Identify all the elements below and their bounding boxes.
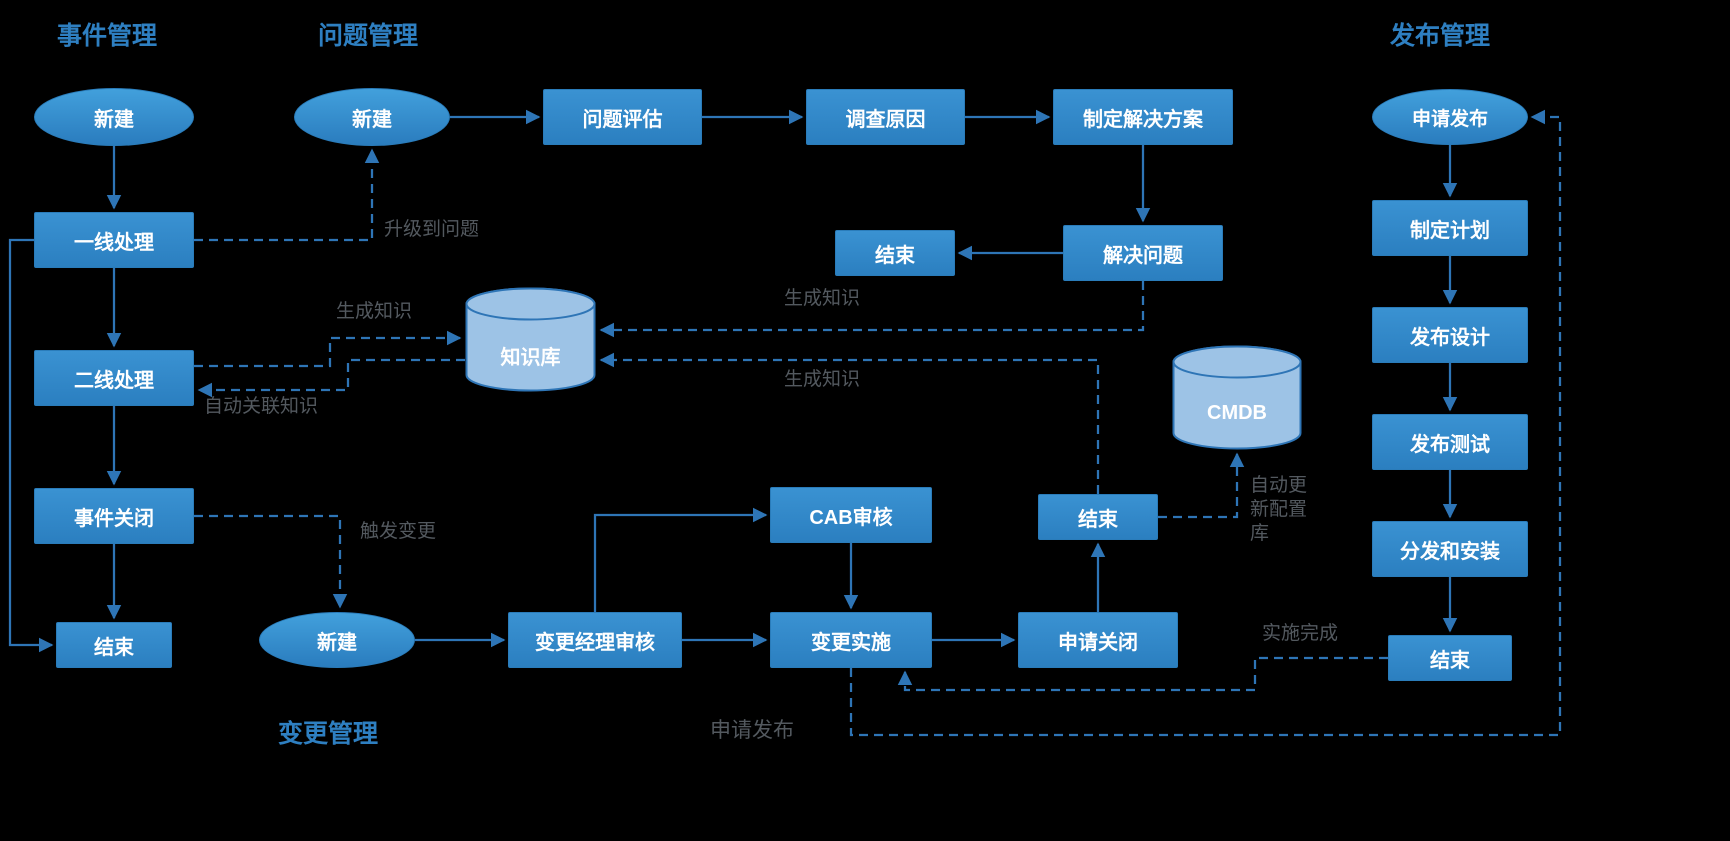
node-change-start: 新建 (259, 612, 415, 668)
node-release-plan: 制定计划 (1372, 200, 1528, 256)
knowledge-base-cylinder: 知识库 (465, 287, 596, 392)
edge-label-generate-knowledge-c: 生成知识 (784, 369, 861, 390)
cmdb-label: CMDB (1207, 401, 1267, 424)
node-incident-first-line: 一线处理 (34, 212, 194, 268)
arrow-apply-release (849, 109, 1562, 737)
node-change-manager-review: 变更经理审核 (508, 612, 682, 668)
edge-label-apply-release: 申请发布 (710, 719, 794, 742)
node-release-end: 结束 (1388, 635, 1512, 681)
cylinder-shape-icon (1172, 345, 1302, 450)
title-release-management: 发布管理 (1390, 22, 1491, 50)
node-problem-end: 结束 (835, 230, 955, 276)
node-incident-start: 新建 (34, 88, 194, 146)
arrow-manager-review-to-cab (593, 507, 768, 612)
arrow-change-end-generate-knowledge (599, 352, 1100, 494)
arrow-solve-generate-knowledge (599, 281, 1145, 338)
title-incident-management: 事件管理 (57, 22, 158, 50)
edge-label-trigger-change: 触发变更 (360, 521, 437, 542)
arrow-secondline-generate-knowledge (194, 330, 462, 368)
edge-label-auto-update-cmdb: 自动更新配置库 (1250, 475, 1308, 544)
node-release-design: 发布设计 (1372, 307, 1528, 363)
edge-label-generate-knowledge-a: 生成知识 (336, 301, 413, 322)
node-release-deploy: 分发和安装 (1372, 521, 1528, 577)
arrow-kb-auto-link-to-secondline (197, 358, 465, 398)
node-change-close-request: 申请关闭 (1018, 612, 1178, 668)
node-change-end: 结束 (1038, 494, 1158, 540)
node-problem-start: 新建 (294, 88, 450, 146)
node-release-start: 申请发布 (1372, 89, 1528, 145)
node-change-cab-review: CAB审核 (770, 487, 932, 543)
node-incident-end: 结束 (56, 622, 172, 668)
title-problem-management: 问题管理 (318, 22, 419, 50)
node-problem-investigate: 调查原因 (806, 89, 965, 145)
edge-label-escalate: 升级到问题 (384, 219, 480, 240)
arrow-trigger-change (194, 514, 348, 609)
node-problem-solve: 解决问题 (1063, 225, 1223, 281)
arrow-firstline-to-end-loop (8, 238, 54, 653)
arrow-auto-update-cmdb (1158, 452, 1245, 519)
edge-label-implementation-done: 实施完成 (1262, 623, 1339, 644)
node-change-implement: 变更实施 (770, 612, 932, 668)
cmdb-cylinder: CMDB (1172, 345, 1302, 450)
node-incident-second-line: 二线处理 (34, 350, 194, 406)
arrow-implementation-done (897, 656, 1388, 692)
cylinder-shape-icon (465, 287, 596, 392)
knowledge-base-label: 知识库 (500, 346, 561, 369)
node-incident-close: 事件关闭 (34, 488, 194, 544)
edge-label-auto-link-knowledge: 自动关联知识 (204, 396, 319, 417)
arrow-escalate-to-problem (194, 148, 380, 242)
node-release-test: 发布测试 (1372, 414, 1528, 470)
node-problem-evaluate: 问题评估 (543, 89, 702, 145)
edge-label-generate-knowledge-b: 生成知识 (784, 288, 861, 309)
title-change-management: 变更管理 (278, 720, 379, 748)
node-problem-plan: 制定解决方案 (1053, 89, 1233, 145)
